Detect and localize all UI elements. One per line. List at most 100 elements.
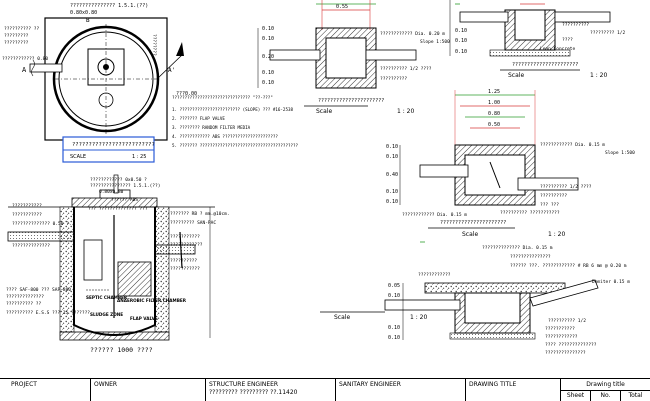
d2-scale-label: Scale [508,72,524,79]
plan-view: A B B' A' ??????????????? 1.5.1.(??) 0.8… [2,3,197,148]
d3-dim-top-2: 1.00 [488,100,500,106]
d2-right-label-3: ???? [562,37,573,43]
scale-box-title: ????????????????????????? [72,142,155,148]
tb-structure-label: STRUCTURE ENGINEER [209,381,279,388]
d3-dim-left-1: 0.10 [386,144,398,150]
inlet-pipe [29,63,63,73]
d1-right-label-1: ???????????? Dia. 0.20 m [380,31,445,37]
d1-dim-left-1: 0.10 [262,26,274,32]
section-top-label-1: ???????????? 0x0.50 ? [90,177,147,183]
d3-right-label-3: ?????????? 1/2 ???? [540,184,592,190]
d1-scale-label: Scale [316,108,332,115]
plan-left-label-4: ???????????? 0.80 [2,56,48,62]
section-view: ???????????? 0x0.50 ? ??????????????? 1.… [6,174,230,354]
tb-sanitary: SANITARY ENGINEER [335,379,465,401]
d1-dim-top: 0.55 [336,4,348,10]
d3-title: ?????????????????????? [440,220,506,226]
tb-project-label: PROJECT [11,381,37,388]
d3-scale-value: 1 : 20 [548,231,565,238]
tb-owner-label: OWNER [94,381,118,388]
plan-top-label-1: ??????????????? 1.5.1.(??) [70,3,148,9]
d4-dim-left-2: 0.10 [388,293,400,299]
section-top-label-4: ?????? ABS [111,197,138,203]
chamber-septic: SEPTIC CHAMBER [86,295,128,300]
d4-scale-value: 1 : 20 [410,314,427,321]
plan-top-label-2: 0.80x0.80 [70,10,97,16]
section-left-label-5: ???? SAF-800 ??? SAP-800 [6,287,71,293]
d2-right-label-4: Lean Concrete [540,46,576,52]
drawing-sheet: A B B' A' ??????????????? 1.5.1.(??) 0.8… [2,0,635,356]
base-slab [59,331,170,341]
d1-dim-left-2: 0.10 [262,36,274,42]
section-right-label-3: ??????????? [170,234,200,240]
d3-right-label-5: ??? ??? [540,202,559,208]
mark-b: B [86,17,90,24]
d2-void [514,9,546,41]
filter-media [117,261,152,297]
tb-drawing-title-label: DRAWING TITLE [469,381,517,388]
tb-structure-value: ????????? ????????? ??.11420 [209,389,298,396]
d3-scale-label: Scale [462,231,478,238]
d3-right-label-2: Slope 1:500 [605,150,635,156]
pipe-break [31,59,35,77]
scale-box-label: SCALE [70,154,86,160]
d3-dim-top-4: 0.50 [488,122,500,128]
d3-dim-top-1: 1.25 [488,89,500,95]
d2-dim-left-1: 0.10 [455,28,467,34]
d4-top-gravel [424,282,566,294]
d4-void [464,292,521,324]
section-top-label-3: 0.80x0.80 [99,189,124,195]
backfill-right [154,206,170,333]
d3-dim-top-3: 0.80 [488,111,500,117]
d4-right-label-6: ??????????????? [545,350,586,356]
detail-3: 1.25 1.00 0.80 0.50 0.10 0.10 0.40 0.10 … [386,89,635,238]
d1-inlet-pipe [269,49,321,61]
mark-a: A [22,66,27,74]
inlet-tee [83,239,103,281]
section-left-label-1: ??????????? [12,203,42,209]
section-right-label-2: ????????? SAN-PAC [170,220,216,226]
filter-port [98,92,114,108]
tb-sheet: Drawing title Sheet No. Total [560,379,650,401]
section-left-label-8: ?????????? E.S.S ??? 15 ??????? [6,310,90,316]
note-5: 5. ??????? ?????????????????????????????… [172,143,299,148]
section-top-label-5: ??? ?????????????? ??? [88,206,148,212]
plan-left-label-2: ????????? [4,33,29,39]
chamber-sludge: SLUDGE ZONE [90,312,123,317]
note-heading: ??????????????????????????????? "??-???" [172,95,273,100]
section-top-label-2: ??????????????? 1.5.1.(??) [90,183,160,189]
tb-sanitary-label: SANITARY ENGINEER [339,381,401,388]
section-inlet-pipe [7,231,75,242]
d2-lean-concrete [489,49,571,57]
d4-dim-left-1: 0.05 [388,283,400,289]
plan-dim-label: ???0.00 [176,91,197,97]
d1-dim-left-3: 0.20 [262,54,274,60]
d1-right-label-3: ?????????? 1/2 ???? [380,66,432,72]
d4-right-label-2: ?????????? 1/2 [548,318,586,324]
d1-right-label-2: Slope 1:500 [420,39,450,45]
d2-outlet-pipe [554,11,611,23]
d3-right-label-1: ???????????? Dia. 0.15 m [540,142,605,148]
d3-left-label: ???????????? Dia. 0.15 m [402,212,467,218]
d3-right-label-6: ?????????? ??????????? [500,210,560,216]
outlet-line [156,54,183,80]
chamber-anaerobic: ANAEROBIC FILTER CHAMBER [117,298,187,303]
d4-inlet-pipe [384,299,461,311]
d4-scale-label: Scale [334,314,350,321]
d4-left-label: ???????????? [418,272,451,278]
d1-title: ?????????????????????? [318,98,384,104]
d3-right-label-4: ?????????? [540,193,567,199]
tb-drawing-title-value: Drawing title [561,379,650,391]
scale-box: ????????????????????????? SCALE 1 : 25 [62,136,155,163]
detail-1: 0.55 0.10 0.10 0.20 0.10 0.10 ??????????… [257,0,450,115]
plan-left-label-1: ?????????? ?? [4,26,40,32]
d3-outlet-pipe [517,177,579,191]
d4-base [449,332,536,340]
scale-box-value: 1 : 25 [132,154,146,160]
d4-right-label-3: ??????????? [545,326,575,332]
tb-project: PROJECT [8,379,90,401]
d1-chamber-void [325,37,367,79]
section-right-label-4: ???????????? [170,242,203,248]
d4-top-label-3: ?????? ???. ???????????? # RB 6 mm @ 0.2… [510,263,627,269]
outlet-riser [179,231,183,269]
